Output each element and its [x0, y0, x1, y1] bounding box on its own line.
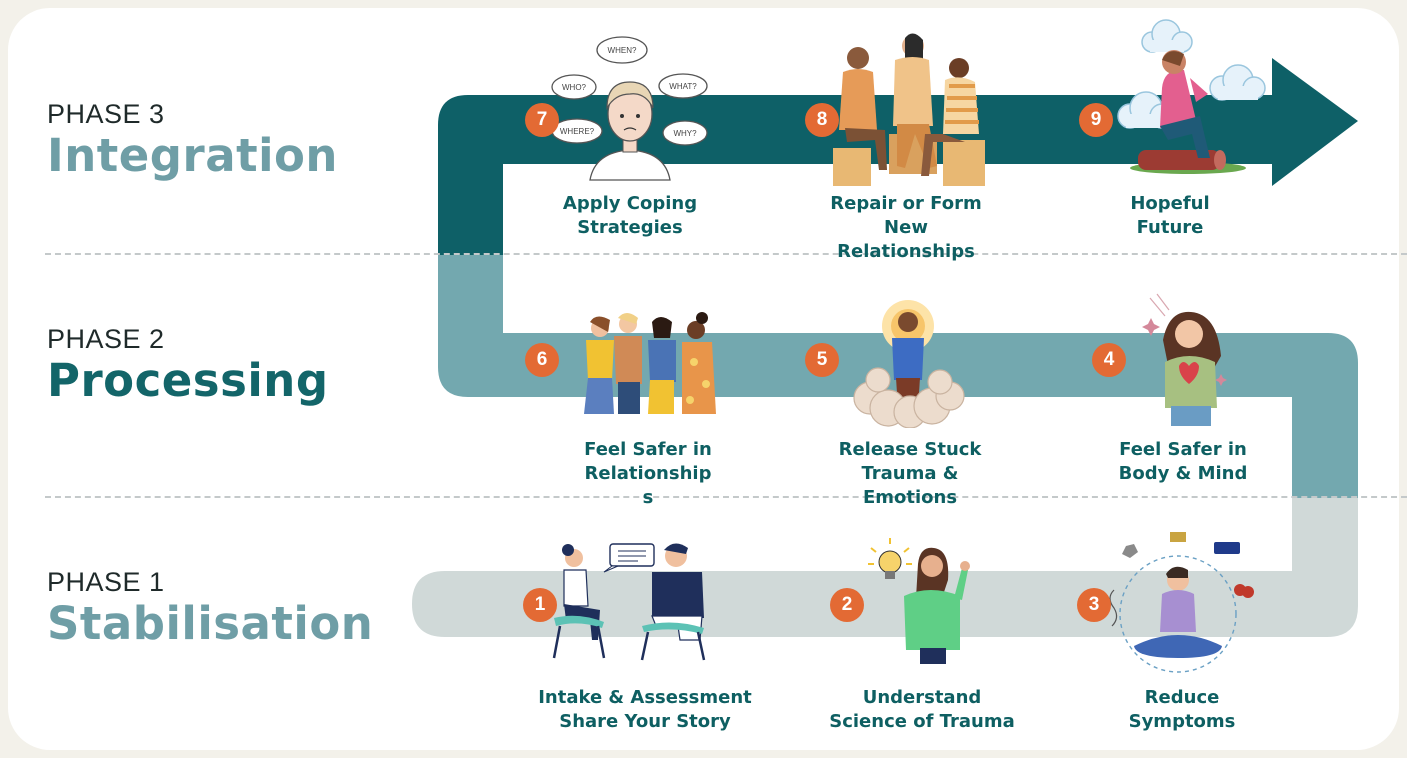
- step-5-line2: Trauma &: [861, 463, 959, 484]
- step-8-caption: Repair or Form New Relationships: [806, 192, 1006, 264]
- person-rising-from-cloud-illustration: [853, 300, 965, 428]
- step-8-line1: Repair or Form: [830, 193, 982, 214]
- phase-2-title: Processing: [47, 354, 329, 407]
- step-9-caption: Hopeful Future: [1090, 192, 1250, 240]
- step-1-badge: 1: [523, 588, 557, 622]
- step-8-line2: New: [884, 217, 928, 238]
- step-4-line1: Feel Safer in: [1119, 439, 1247, 460]
- step-2-line1: Understand: [862, 687, 982, 708]
- phase-1-number: PHASE 1: [47, 567, 165, 597]
- step-7-caption: Apply Coping Strategies: [530, 192, 730, 240]
- step-7-line2: Strategies: [577, 217, 683, 238]
- step-5-line3: Emotions: [862, 487, 958, 508]
- person-sitting-on-log-illustration: [1117, 19, 1266, 174]
- step-9-badge: 9: [1079, 103, 1113, 137]
- step-1-line2: Share Your Story: [559, 711, 731, 732]
- phase-3-title: Integration: [47, 129, 338, 182]
- meditating-woman-illustration: [1109, 532, 1254, 673]
- step-4-badge: 4: [1092, 343, 1126, 377]
- two-people-talking-illustration: [552, 543, 706, 661]
- phase-1-label: PHASE 1 Stabilisation: [47, 567, 373, 651]
- step-9-line1: Hopeful: [1130, 193, 1210, 214]
- step-1-caption: Intake & Assessment Share Your Story: [525, 686, 765, 734]
- step-2-badge: 2: [830, 588, 864, 622]
- man-with-question-bubbles-illustration: WHEN? WHO? WHAT? WHERE? WHY?: [551, 36, 708, 181]
- step-8-badge: 8: [805, 103, 839, 137]
- step-3-caption: Reduce Symptoms: [1092, 686, 1272, 734]
- step-2-line2: Science of Trauma: [829, 711, 1015, 732]
- step-4-line2: Body & Mind: [1118, 463, 1248, 484]
- step-2-caption: Understand Science of Trauma: [812, 686, 1032, 734]
- step-6-line1: Feel Safer in: [584, 439, 712, 460]
- step-7-line1: Apply Coping: [562, 193, 698, 214]
- divider-phase3-phase2: [45, 253, 1407, 255]
- phase-3-number: PHASE 3: [47, 99, 165, 129]
- step-7-badge: 7: [525, 103, 559, 137]
- phase-1-title: Stabilisation: [47, 597, 374, 650]
- step-6-badge: 6: [525, 343, 559, 377]
- step-6-caption: Feel Safer in Relationship s: [548, 438, 748, 510]
- woman-lightbulb-illustration: [868, 538, 970, 664]
- step-3-badge: 3: [1077, 588, 1111, 622]
- step-5-badge: 5: [805, 343, 839, 377]
- step-1-line1: Intake & Assessment: [538, 687, 752, 708]
- phase-2-label: PHASE 2 Processing: [47, 324, 329, 408]
- woman-hugging-heart-illustration: [1142, 293, 1227, 426]
- phase-1-band: [412, 489, 1358, 637]
- step-8-line3: Relationships: [837, 241, 975, 262]
- bubble-when: WHEN?: [608, 46, 637, 55]
- group-of-friends-illustration: [584, 312, 716, 414]
- divider-phase2-phase1: [45, 496, 1407, 498]
- bubble-who: WHO?: [562, 83, 587, 92]
- three-people-sitting-illustration: [833, 33, 985, 186]
- step-3-line2: Symptoms: [1128, 711, 1236, 732]
- bubble-why: WHY?: [673, 129, 697, 138]
- phase-3-label: PHASE 3 Integration: [47, 99, 338, 183]
- step-5-caption: Release Stuck Trauma & Emotions: [810, 438, 1010, 510]
- bubble-what: WHAT?: [669, 82, 697, 91]
- step-4-caption: Feel Safer in Body & Mind: [1083, 438, 1283, 486]
- step-9-line2: Future: [1136, 217, 1204, 238]
- step-6-line3: s: [642, 487, 654, 508]
- step-3-line1: Reduce: [1144, 687, 1220, 708]
- step-6-line2: Relationship: [584, 463, 712, 484]
- step-5-line1: Release Stuck: [838, 439, 982, 460]
- bubble-where: WHERE?: [560, 127, 595, 136]
- phase-2-number: PHASE 2: [47, 324, 165, 354]
